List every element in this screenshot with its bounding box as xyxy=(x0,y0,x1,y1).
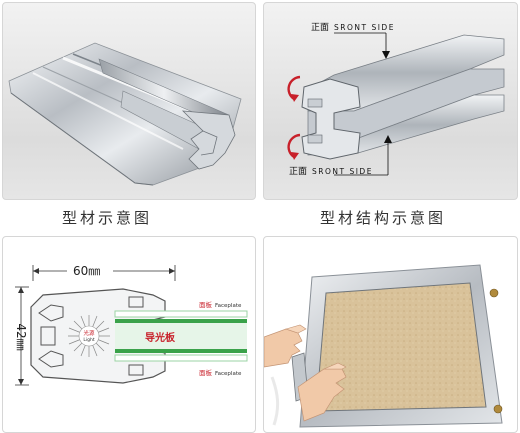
front-side-label-bottom-en: SRONT SIDE xyxy=(312,167,373,176)
faceplate-bottom-zh: 面板 xyxy=(199,368,213,377)
front-side-label-top-en: SRONT SIDE xyxy=(334,23,395,32)
profile-image-panel xyxy=(2,2,256,200)
snap-frame-photo-panel xyxy=(263,236,518,433)
structure-image-panel: 正面 SRONT SIDE 正面 SRONT SIDE xyxy=(263,2,518,200)
cross-section-panel: 60㎜ 42㎜ 光源 Light xyxy=(2,236,256,433)
snap-frame-photo xyxy=(264,264,503,428)
front-side-label-top-zh: 正面 xyxy=(311,22,329,33)
light-label-zh: 光源 xyxy=(83,329,95,337)
profile-caption: 型材示意图 xyxy=(62,209,153,227)
guide-plate-label: 导光板 xyxy=(145,331,176,344)
height-dimension: 42㎜ xyxy=(14,323,28,350)
rotate-arrow-top-icon xyxy=(287,75,301,101)
structure-caption: 型材结构示意图 xyxy=(320,209,447,227)
light-label-en: Light xyxy=(83,337,94,343)
hands-illustration xyxy=(264,324,347,426)
cross-section-diagram: 60㎜ 42㎜ 光源 Light xyxy=(14,263,248,386)
faceplate-top-zh: 面板 xyxy=(199,300,213,309)
front-side-label-bottom-zh: 正面 xyxy=(289,166,307,177)
faceplate-bottom-en: Faceplate xyxy=(215,371,242,377)
light-source-icon: 光源 Light xyxy=(68,315,110,357)
profile-structure-illustration: 正面 SRONT SIDE 正面 SRONT SIDE xyxy=(287,22,505,177)
faceplate-top-en: Faceplate xyxy=(215,303,242,309)
aluminum-profile-illustration xyxy=(8,42,242,186)
rotate-arrow-bottom-icon xyxy=(287,133,301,159)
width-dimension: 60㎜ xyxy=(73,264,100,278)
